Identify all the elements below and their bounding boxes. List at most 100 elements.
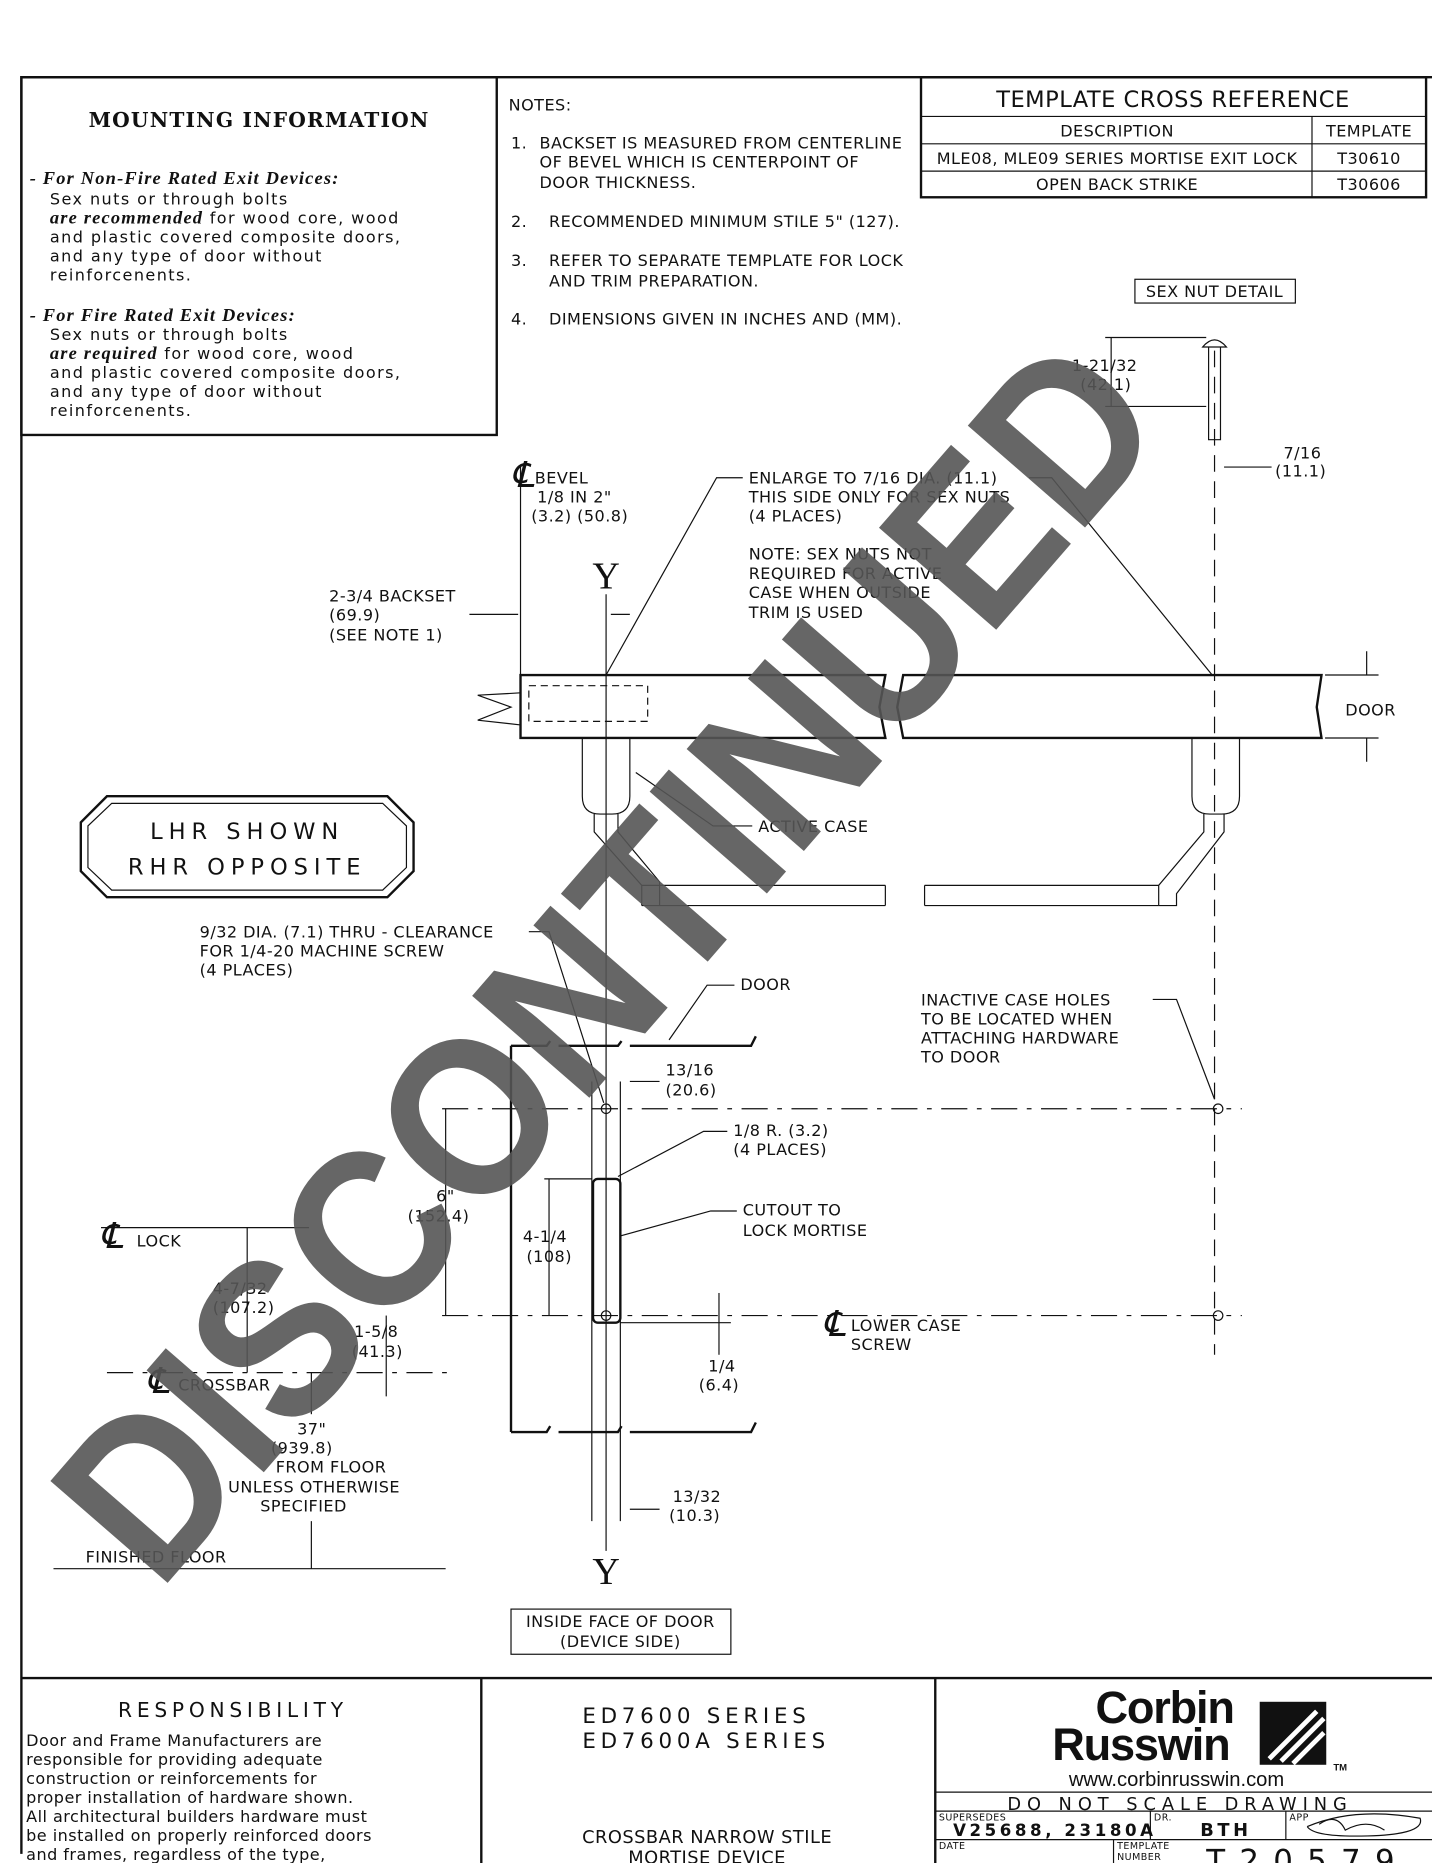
responsibility-text: Door and Frame Manufacturers are bbox=[26, 1731, 322, 1750]
mounting-text: reinforcenents. bbox=[50, 265, 192, 284]
responsibility-text: and frames, regardless of the type, bbox=[26, 1845, 326, 1863]
mounting-text: and plastic covered composite doors, bbox=[50, 363, 402, 382]
cutout-label: CUTOUT TO bbox=[743, 1201, 842, 1220]
fire-heading: - For Fire Rated Exit Devices: bbox=[30, 305, 296, 325]
sex-nut-note: REQUIRED FOR ACTIVE bbox=[749, 564, 943, 583]
active-case-label: ACTIVE CASE bbox=[758, 817, 868, 836]
radius-label: 1/8 R. (3.2) bbox=[733, 1121, 828, 1140]
note-text: BACKSET IS MEASURED FROM CENTERLINE bbox=[540, 134, 903, 153]
mounting-information-box: MOUNTING INFORMATION - For Non-Fire Rate… bbox=[20, 76, 498, 437]
table-cell: MLE08, MLE09 SERIES MORTISE EXIT LOCK bbox=[937, 149, 1298, 168]
handing-badge: LHR SHOWN RHR OPPOSITE bbox=[79, 795, 415, 899]
dimension-label: (6.4) bbox=[699, 1375, 739, 1394]
responsibility-title: RESPONSIBILITY bbox=[118, 1698, 348, 1722]
mounting-text: and plastic covered composite doors, bbox=[50, 227, 402, 246]
door-section-view: SEX NUT DETAIL 1-21/32 (42.1) 7/16 (11.1… bbox=[329, 278, 1395, 1593]
mounting-text: reinforcenents. bbox=[50, 401, 192, 420]
responsibility-text: All architectural builders hardware must bbox=[26, 1807, 367, 1826]
enlarge-note: (4 PLACES) bbox=[749, 507, 843, 526]
dimension-label: SPECIFIED bbox=[260, 1497, 347, 1516]
note-text: DOOR THICKNESS. bbox=[540, 173, 697, 192]
note-number: 4. bbox=[511, 309, 527, 328]
inactive-case-note: ATTACHING HARDWARE bbox=[921, 1028, 1119, 1047]
dimension-label: 1-21/32 bbox=[1072, 356, 1138, 375]
table-cell: T30606 bbox=[1336, 175, 1401, 194]
inside-face-label: INSIDE FACE OF DOOR bbox=[526, 1612, 715, 1631]
dimension-label: FROM FLOOR bbox=[276, 1457, 387, 1476]
clearance-note: (4 PLACES) bbox=[200, 961, 294, 980]
product-series: ED7600 SERIES bbox=[582, 1704, 810, 1729]
template-cross-reference-table: TEMPLATE CROSS REFERENCE DESCRIPTION TEM… bbox=[919, 76, 1428, 199]
dimension-label: 1/4 bbox=[708, 1356, 735, 1375]
drawn-by-value: BTH bbox=[1200, 1820, 1251, 1841]
dimension-label: (152.4) bbox=[408, 1207, 470, 1226]
product-description: CROSSBAR NARROW STILE bbox=[582, 1827, 832, 1848]
y-axis-label-bottom: Y bbox=[592, 1551, 619, 1593]
dimension-label: 4-7/32 bbox=[213, 1279, 268, 1298]
sex-nut-note: CASE WHEN OUTSIDE bbox=[749, 583, 931, 602]
note-text: AND TRIM PREPARATION. bbox=[549, 271, 759, 290]
dimension-label: 13/16 bbox=[666, 1061, 715, 1080]
dimension-label: (10.3) bbox=[669, 1506, 720, 1525]
note-number: 2. bbox=[511, 212, 527, 231]
centerline-symbol: ℄ bbox=[100, 1216, 124, 1256]
responsibility-text: be installed on properly reinforced door… bbox=[26, 1826, 372, 1845]
trademark: TM bbox=[1333, 1763, 1347, 1774]
note-text: REFER TO SEPARATE TEMPLATE FOR LOCK bbox=[549, 251, 903, 270]
lower-case-screw-label: SCREW bbox=[851, 1335, 912, 1354]
supersedes-value: V25688, 23180A bbox=[953, 1821, 1156, 1840]
template-number-label: NUMBER bbox=[1117, 1852, 1161, 1863]
lhr-shown-label: LHR SHOWN bbox=[150, 819, 344, 845]
centerline-symbol: ℄ bbox=[511, 455, 535, 495]
template-number: T20579 bbox=[1205, 1844, 1409, 1863]
dimension-label: (41.3) bbox=[352, 1342, 403, 1361]
website-url: www.corbinrusswin.com bbox=[1068, 1769, 1284, 1791]
template-number-label: TEMPLATE bbox=[1116, 1841, 1170, 1852]
logo-text: Corbin bbox=[1095, 1682, 1233, 1733]
cutout-label: LOCK MORTISE bbox=[743, 1221, 868, 1240]
bevel-label: BEVEL bbox=[535, 469, 589, 488]
clearance-note: 9/32 DIA. (7.1) THRU - CLEARANCE bbox=[200, 923, 494, 942]
dimension-label: 7/16 bbox=[1283, 444, 1321, 463]
supersedes-label: SUPERSEDES bbox=[939, 1813, 1006, 1824]
notes-section: NOTES: 1. BACKSET IS MEASURED FROM CENTE… bbox=[509, 96, 903, 329]
door-edge-view: 9/32 DIA. (7.1) THRU - CLEARANCE FOR 1/4… bbox=[53, 923, 1242, 1655]
lower-case-screw-label: LOWER CASE bbox=[851, 1316, 961, 1335]
dimension-label: 6" bbox=[436, 1186, 455, 1205]
mounting-text: and any type of door without bbox=[50, 382, 323, 401]
crossbar-centerline-label: CROSSBAR bbox=[178, 1375, 270, 1394]
dimension-label: 4-1/4 bbox=[523, 1227, 567, 1246]
inactive-case-note: TO BE LOCATED WHEN bbox=[920, 1009, 1113, 1028]
drawn-by-label: DR. bbox=[1154, 1813, 1172, 1824]
do-not-scale-label: DO NOT SCALE DRAWING bbox=[1007, 1794, 1352, 1815]
non-fire-heading: - For Non-Fire Rated Exit Devices: bbox=[30, 168, 340, 188]
approval-signature bbox=[1306, 1813, 1422, 1837]
table-cell: OPEN BACK STRIKE bbox=[1036, 175, 1198, 194]
door-label-lower: DOOR bbox=[740, 975, 791, 994]
product-series: ED7600A SERIES bbox=[582, 1729, 830, 1754]
enlarge-note: THIS SIDE ONLY FOR SEX NUTS bbox=[748, 488, 1011, 507]
logo-text: Russwin bbox=[1052, 1719, 1229, 1770]
clearance-note: FOR 1/4-20 MACHINE SCREW bbox=[200, 942, 445, 961]
cross-reference-title: TEMPLATE CROSS REFERENCE bbox=[995, 87, 1350, 113]
sex-nut-note: TRIM IS USED bbox=[748, 603, 864, 622]
lock-centerline-label: LOCK bbox=[137, 1232, 182, 1251]
backset-label: 2-3/4 BACKSET bbox=[329, 586, 456, 605]
mounting-text: Sex nuts or through bolts bbox=[50, 189, 289, 208]
responsibility-text: construction or reinforcements for bbox=[26, 1769, 317, 1788]
dimension-label: (42.1) bbox=[1080, 375, 1131, 394]
inactive-case-note: INACTIVE CASE HOLES bbox=[921, 990, 1111, 1009]
dimension-label: (20.6) bbox=[666, 1081, 717, 1100]
backset-label: (69.9) bbox=[329, 605, 380, 624]
dimension-label: 13/32 bbox=[673, 1487, 722, 1506]
date-label: DATE bbox=[939, 1841, 966, 1852]
mounting-text: are required for wood core, wood bbox=[50, 343, 354, 363]
bevel-label: 1/8 IN 2" bbox=[537, 488, 612, 507]
enlarge-note: ENLARGE TO 7/16 DIA. (11.1) bbox=[749, 469, 998, 488]
dimension-label: (939.8) bbox=[271, 1438, 333, 1457]
mounting-title: MOUNTING INFORMATION bbox=[89, 108, 430, 132]
note-number: 1. bbox=[511, 134, 527, 153]
centerline-symbol: ℄ bbox=[822, 1304, 846, 1344]
sex-nut-detail-label: SEX NUT DETAIL bbox=[1146, 282, 1283, 301]
